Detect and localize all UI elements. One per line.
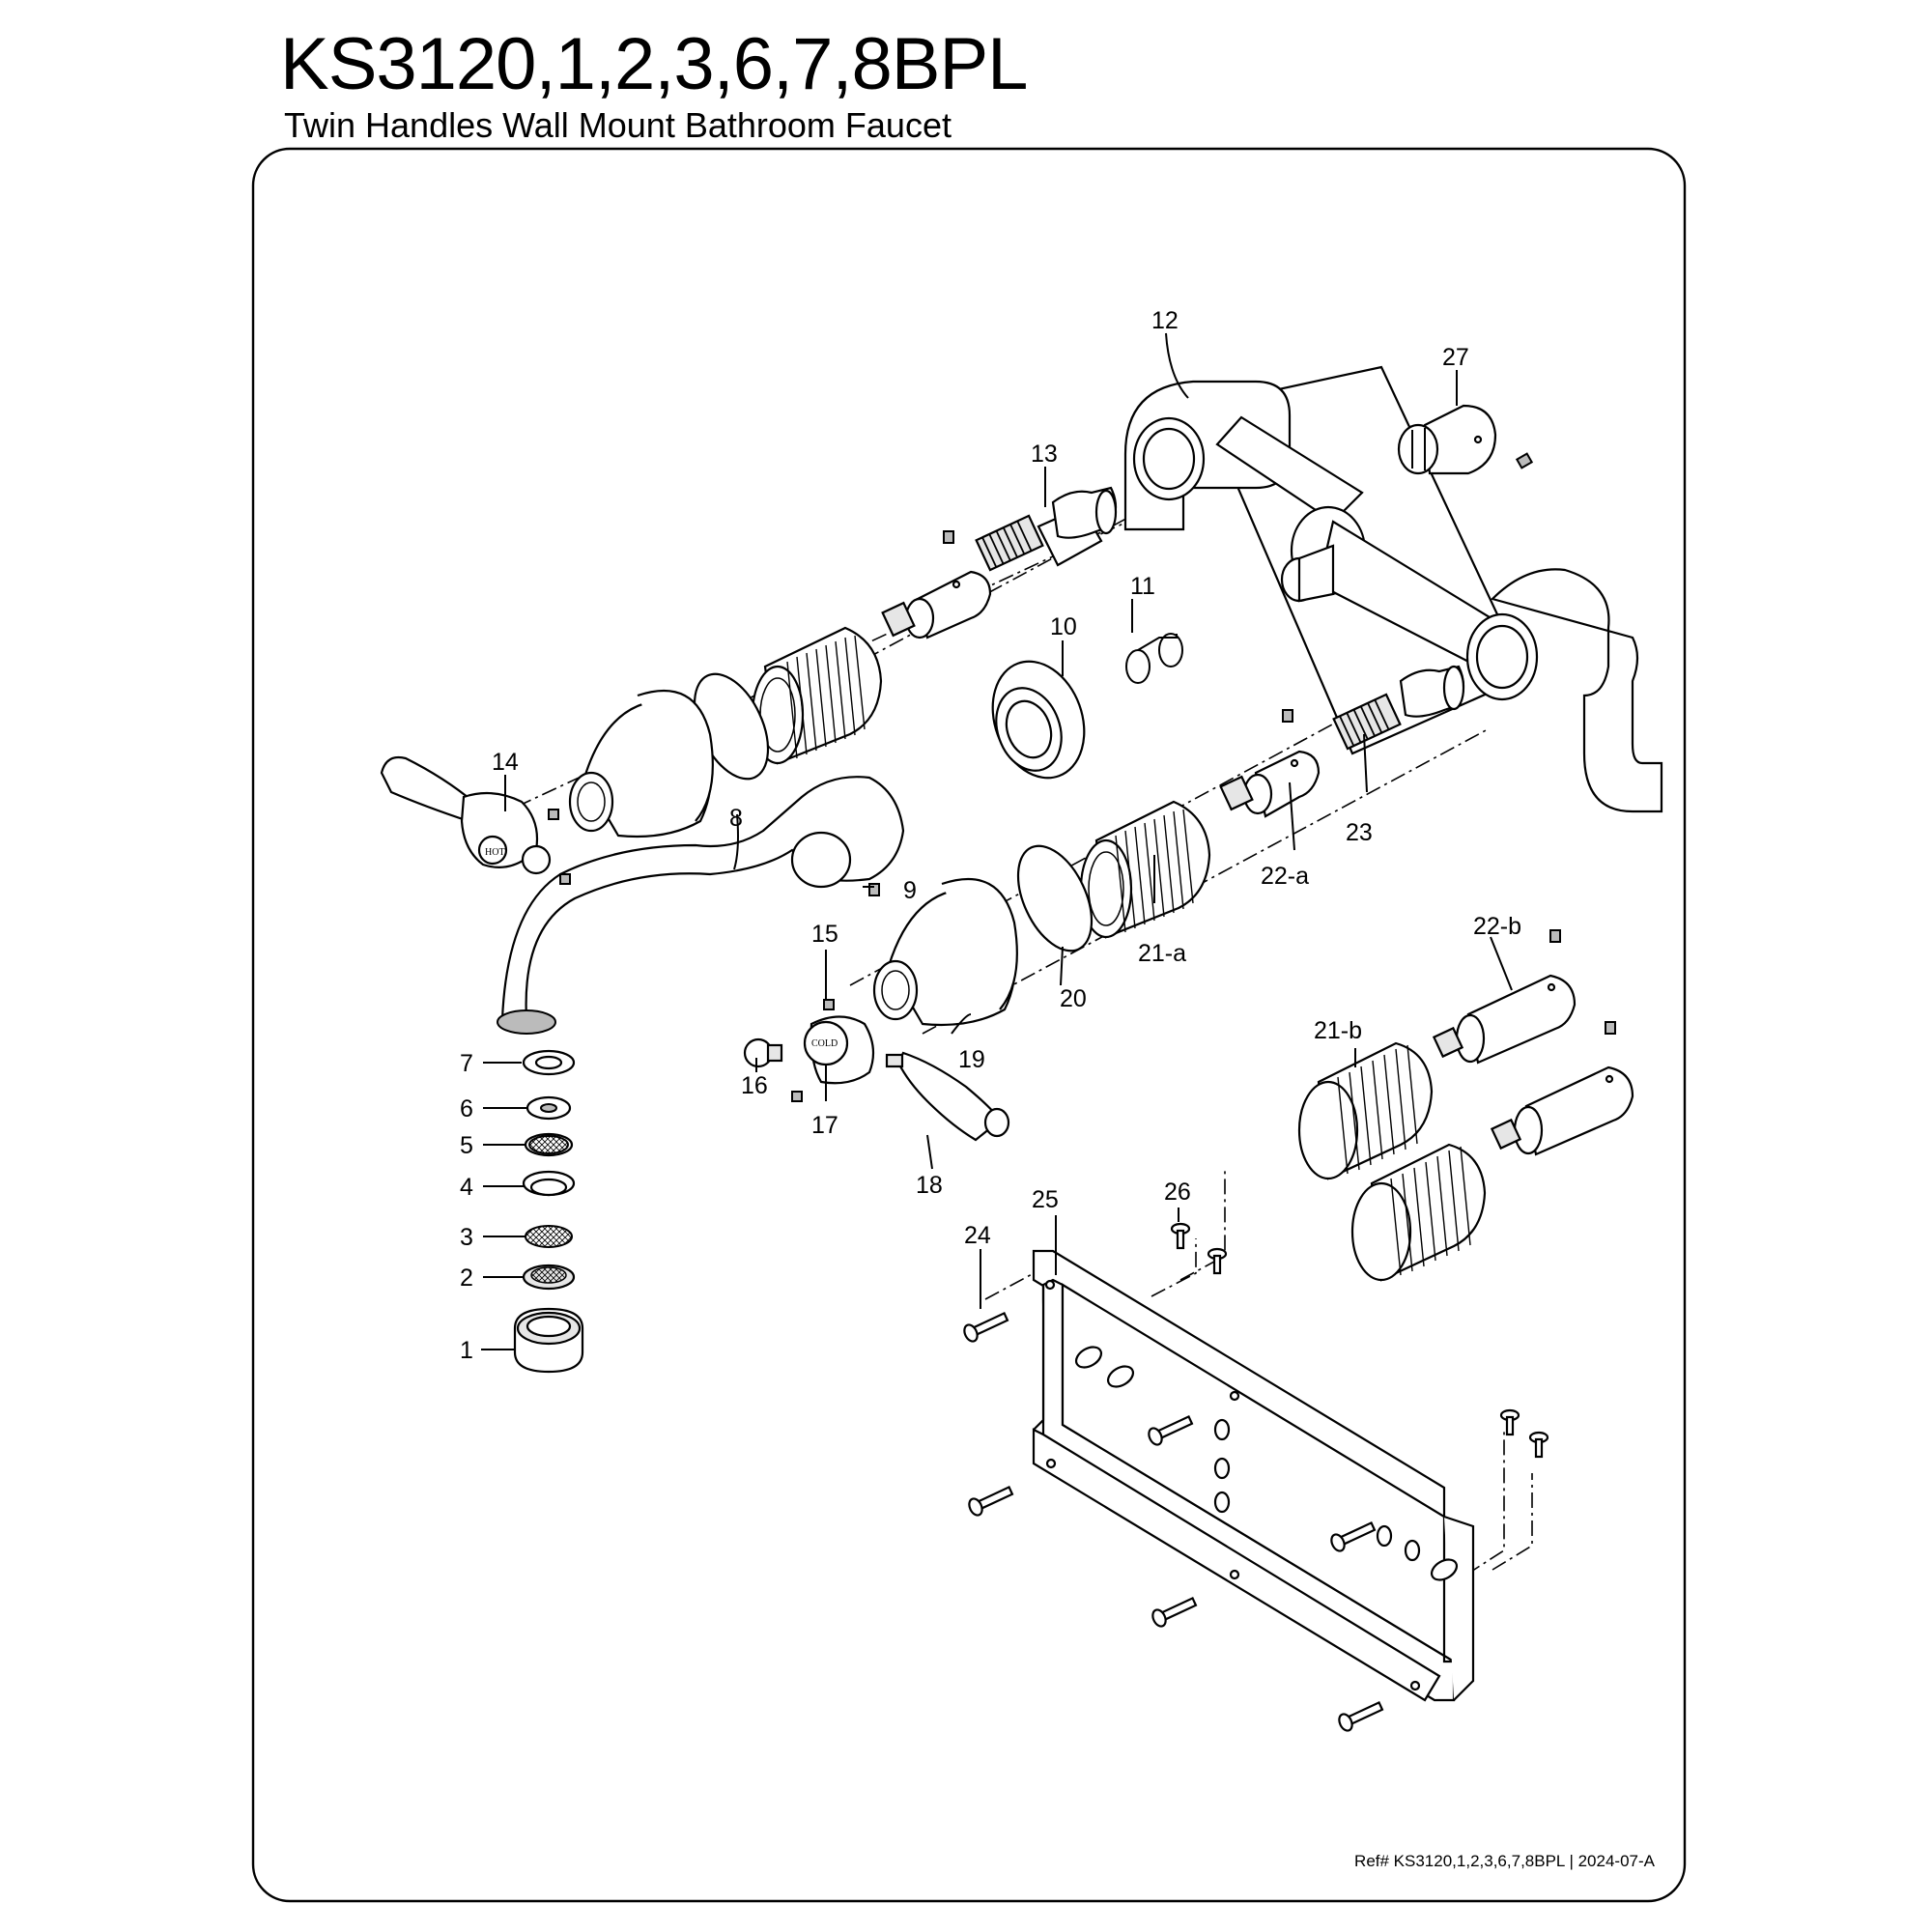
part-label-18: 18	[916, 1172, 943, 1199]
bonnet-hot	[568, 689, 714, 838]
part-label-22a: 22-a	[1261, 863, 1309, 890]
part-label-25: 25	[1032, 1186, 1059, 1213]
threaded-sleeve-alt-2	[1350, 1143, 1487, 1282]
diagram-frame	[251, 147, 1687, 1903]
threaded-sleeve-hot	[751, 626, 883, 765]
mounting-bracket	[1032, 1249, 1475, 1702]
stem-extension-alt-1	[1432, 929, 1577, 1065]
diverter-cartridge	[1397, 404, 1534, 475]
middle-cartridge	[1280, 544, 1335, 603]
part-labels: 12 27 13 11 10 14 8 9 23 22-a 15 21-a 20…	[460, 307, 1521, 1364]
part-label-20: 20	[1060, 985, 1087, 1012]
cold-mark: COLD	[811, 1038, 838, 1049]
part-label-21b: 21-b	[1314, 1017, 1362, 1044]
part-label-7: 7	[460, 1050, 473, 1077]
hot-mark: HOT	[485, 847, 505, 858]
mounting-screws	[963, 1222, 1549, 1732]
spout-washers	[1125, 633, 1183, 684]
part-label-2: 2	[460, 1264, 473, 1292]
part-label-26: 26	[1164, 1179, 1191, 1206]
handle-cold: COLD	[743, 999, 1010, 1142]
part-label-6: 6	[460, 1095, 473, 1122]
stem-extension-cold	[1219, 709, 1321, 818]
threaded-sleeve-cold	[1079, 800, 1211, 939]
part-label-8: 8	[729, 805, 743, 832]
part-label-10: 10	[1050, 613, 1077, 640]
valve-stem-cold	[1332, 665, 1465, 751]
diagram-subtitle: Twin Handles Wall Mount Bathroom Faucet	[284, 105, 952, 145]
threaded-sleeve-alt-1	[1297, 1041, 1434, 1180]
part-label-23: 23	[1346, 819, 1373, 846]
part-label-1: 1	[460, 1337, 473, 1364]
aerator-assembly	[513, 1049, 584, 1374]
part-label-3: 3	[460, 1224, 473, 1251]
spout-flange	[991, 660, 1086, 780]
part-label-19: 19	[958, 1046, 985, 1073]
part-label-16: 16	[741, 1072, 768, 1099]
reference-footer: Ref# KS3120,1,2,3,6,7,8BPL | 2024-07-A	[1354, 1852, 1655, 1870]
part-label-17: 17	[811, 1112, 838, 1139]
part-label-13: 13	[1031, 440, 1058, 468]
handle-hot: HOT	[380, 755, 571, 885]
valve-body	[1123, 365, 1663, 813]
part-label-24: 24	[964, 1222, 991, 1249]
part-label-11: 11	[1130, 573, 1155, 600]
spout	[497, 776, 905, 1035]
stem-extension-hot	[881, 530, 992, 639]
part-label-14: 14	[492, 749, 519, 776]
o-ring-cold	[1016, 844, 1094, 952]
part-label-15: 15	[811, 921, 838, 948]
leader-lines	[481, 332, 1513, 1350]
part-label-22b: 22-b	[1473, 913, 1521, 940]
part-label-27: 27	[1442, 344, 1469, 371]
part-label-4: 4	[460, 1174, 473, 1201]
diagram-title: KS3120,1,2,3,6,7,8BPL	[280, 23, 1028, 105]
valve-stem-hot	[975, 486, 1118, 572]
bonnet-cold	[872, 877, 1018, 1027]
part-label-9: 9	[903, 877, 917, 904]
part-label-12: 12	[1151, 307, 1179, 334]
part-label-5: 5	[460, 1132, 473, 1159]
part-label-21a: 21-a	[1138, 940, 1186, 967]
stem-extension-alt-2	[1490, 1021, 1634, 1156]
